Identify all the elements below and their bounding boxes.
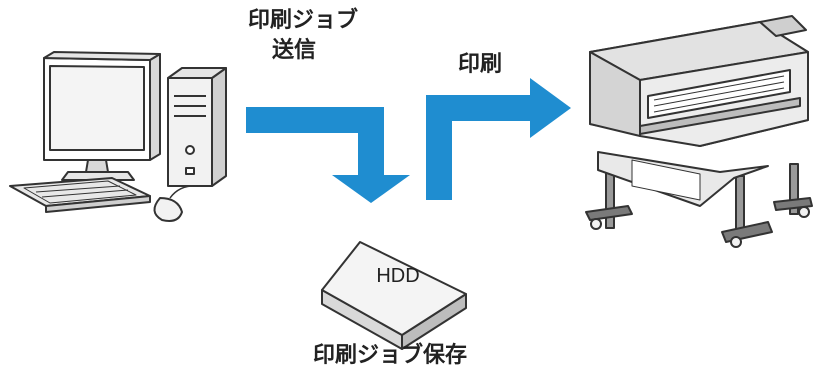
print-arrow — [426, 78, 571, 200]
store-job-label: 印刷ジョブ保存 — [313, 343, 468, 368]
hdd-box-icon: HDD — [321, 241, 467, 350]
large-format-printer-icon — [585, 15, 813, 248]
send-job-label-line2: 送信 — [272, 38, 317, 63]
send-arrow — [246, 107, 410, 203]
print-label: 印刷 — [458, 52, 503, 77]
send-job-label-line1: 印刷ジョブ — [248, 8, 359, 33]
hdd-label: HDD — [376, 265, 419, 287]
desktop-computer-icon — [9, 51, 227, 222]
